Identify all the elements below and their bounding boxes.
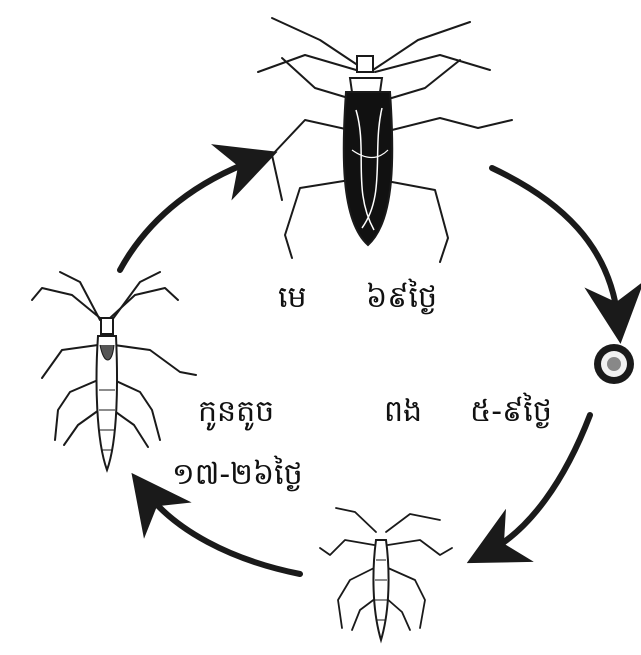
adult-bug-illustration [258, 18, 512, 262]
arrow-small-nymph-to-large-nymph [146, 492, 300, 574]
large-nymph-illustration [32, 272, 196, 470]
arrow-adult-to-egg [492, 168, 618, 320]
adult-duration-label: ៦៩ថ្ងៃ [366, 278, 437, 322]
adult-stage-label: មេ [278, 278, 307, 322]
nymph-duration-label: ១៧-២៦ថ្ងៃ [172, 455, 303, 499]
arrow-large-nymph-to-adult [120, 160, 255, 270]
egg-stage-label: ពង [384, 392, 422, 436]
nymph-stage-label: កូនតូច [198, 392, 274, 436]
egg-illustration [594, 344, 634, 384]
egg-duration-label: ៥-៩ថ្ងៃ [470, 392, 552, 436]
small-nymph-illustration [320, 508, 452, 640]
